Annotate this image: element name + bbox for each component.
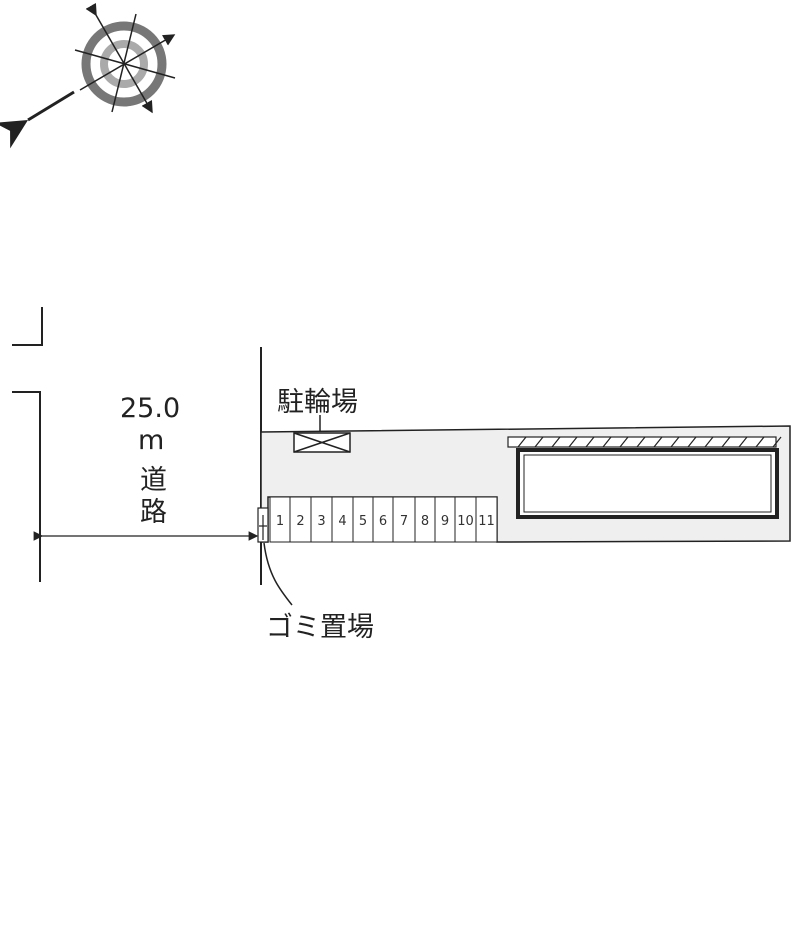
parking-bay-number: 10 [457,514,474,529]
parking-bay-number: 11 [478,514,495,529]
parking-bay-number: 7 [400,514,408,529]
road-width-value: 25.0 [120,393,181,424]
building [507,436,782,519]
garbage-area-label: ゴミ置場 [266,612,374,643]
parking-bay-number: 6 [379,514,387,529]
parking-bay-number: 4 [338,514,346,529]
road-width-unit: m [138,425,165,456]
compass-icon [0,2,176,149]
parking-bay-number: 1 [276,514,284,529]
garbage-area-mark [257,507,269,543]
road-label-1: 道 [140,465,167,496]
parking-bay-number: 9 [441,514,449,529]
parking-bay-number: 8 [421,514,429,529]
road-edges [12,307,262,585]
parking-bay [475,496,498,543]
bicycle-parking-mark [293,432,351,453]
bicycle-parking-label: 駐輪場 [277,387,358,418]
parking-bay-number: 3 [317,514,325,529]
parking-bay-number: 2 [296,514,304,529]
road-label-2: 路 [140,497,167,528]
parking-bay-number: 5 [359,514,367,529]
